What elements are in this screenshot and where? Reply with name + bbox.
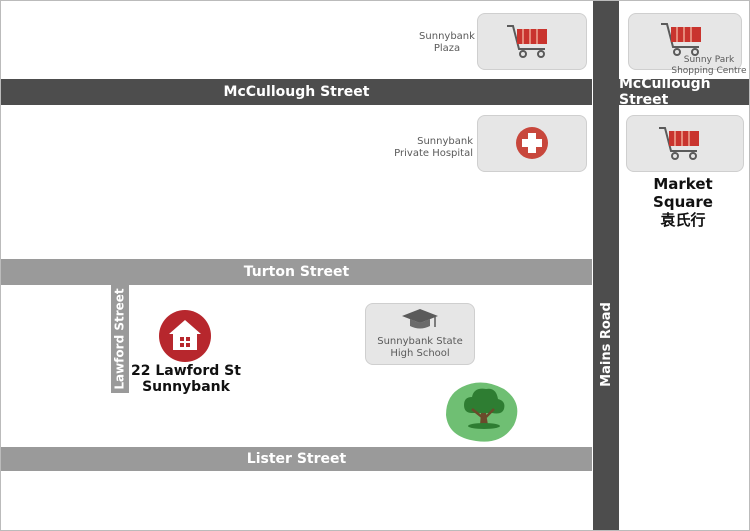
shopping-cart-icon [661, 23, 701, 56]
tree-icon [446, 382, 518, 442]
lister-street-label: Lister Street [246, 451, 347, 467]
shopping-cart-icon [659, 127, 699, 160]
medical-cross-icon [516, 127, 548, 159]
turton-street-label: Turton Street [243, 264, 350, 280]
plaza-label: Sunnybank Plaza [419, 31, 475, 54]
mccullough-street-east-label: McCullough Street [619, 76, 711, 108]
lawford-street-label: Lawford Street [113, 288, 128, 390]
hospital-label: Sunnybank Private Hospital [394, 136, 473, 159]
mccullough-street: McCullough Street [1, 79, 592, 105]
graduation-cap-icon [402, 309, 438, 329]
school-label: Sunnybank State High School [377, 336, 463, 359]
sunny-park-label: Sunny Park Shopping Centre [671, 55, 747, 76]
market-square-label: Market Square 袁氏行 [653, 175, 713, 229]
home-address-label: 22 Lawford St Sunnybank [131, 363, 241, 395]
mains-road-label: Mains Road [598, 302, 614, 387]
lawford-street: Lawford Street [111, 285, 129, 393]
mccullough-street-east: McCullough Street [619, 76, 749, 108]
shopping-cart-icon [507, 25, 547, 58]
mains-road: Mains Road [593, 1, 619, 530]
lister-street: Lister Street [1, 447, 592, 471]
turton-street: Turton Street [1, 259, 592, 285]
house-icon [159, 310, 211, 362]
mccullough-street-label: McCullough Street [223, 84, 370, 100]
